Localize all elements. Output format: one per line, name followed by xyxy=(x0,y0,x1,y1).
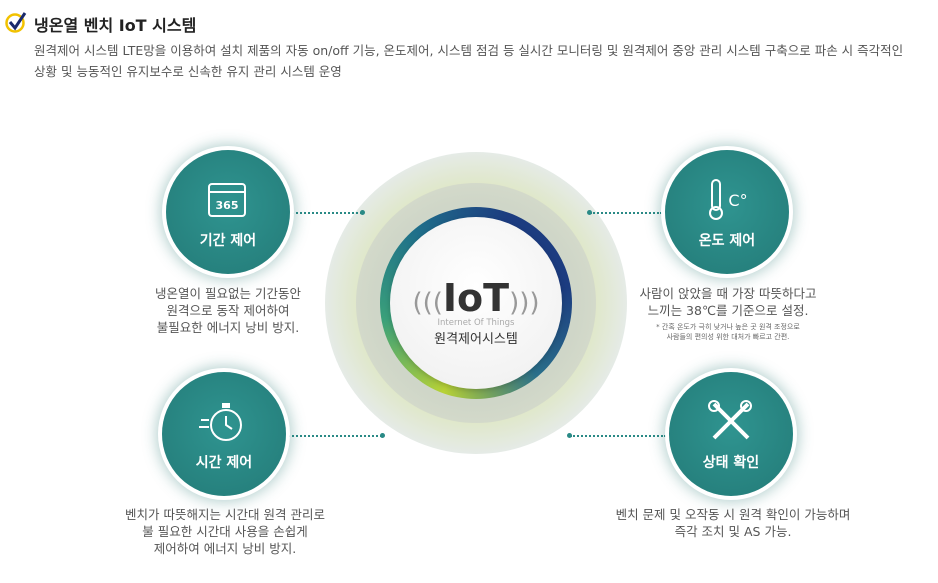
connector-dot xyxy=(567,433,572,438)
text-line: 사람이 앉았을 때 가장 따뜻하다고 xyxy=(639,286,817,301)
page-description: 원격제어 시스템 LTE망을 이용하여 설치 제품의 자동 on/off 기능,… xyxy=(34,43,904,79)
feature-status-check: 상태 확인 xyxy=(669,372,793,496)
svg-text:365: 365 xyxy=(216,199,239,212)
text-line: 불필요한 에너지 낭비 방지. xyxy=(156,320,300,335)
feature-label: 온도 제어 xyxy=(698,233,756,249)
thermometer-icon: C° xyxy=(709,179,748,220)
text-line: 사람들의 편의성 위한 대처가 빠르고 간편. xyxy=(666,333,790,341)
text-line: * 간혹 온도가 극히 낮거나 높은 곳 원격 조정으로 xyxy=(656,323,800,331)
feature-period-control: 365 기간 제어 xyxy=(166,150,290,274)
connector-line xyxy=(570,435,666,437)
text-line: 냉온열이 필요없는 기간동안 xyxy=(155,286,301,301)
connector-dot xyxy=(360,210,365,215)
center-label: 원격제어시스템 xyxy=(434,332,518,347)
stopwatch-icon xyxy=(199,403,242,441)
text-line: 벤치 문제 및 오작동 시 원격 확인이 가능하며 xyxy=(615,507,851,522)
calendar-365-icon: 365 xyxy=(208,183,246,217)
feature-time-control: 시간 제어 xyxy=(162,372,286,496)
text-line: 제어하여 에너지 낭비 방지. xyxy=(153,541,297,556)
connector-line xyxy=(292,212,362,214)
svg-text:C°: C° xyxy=(728,191,747,210)
connector-dot xyxy=(380,433,385,438)
tools-icon xyxy=(708,400,752,440)
center-subtitle: Internet Of Things xyxy=(437,318,515,328)
text-line: 즉각 조치 및 AS 가능. xyxy=(674,524,792,539)
feature-label: 상태 확인 xyxy=(702,455,760,471)
center-disc xyxy=(390,217,562,389)
text-line: 원격으로 동작 제어하여 xyxy=(166,303,290,318)
text-line: 불 필요한 시간대 사용을 손쉽게 xyxy=(142,524,308,539)
feature-label: 시간 제어 xyxy=(195,455,253,471)
text-line: 벤치가 따뜻해지는 시간대 원격 관리로 xyxy=(125,507,325,522)
checkmark-icon xyxy=(5,12,27,33)
page-title: 냉온열 벤치 IoT 시스템 xyxy=(34,16,197,35)
text-line: 느끼는 38℃를 기준으로 설정. xyxy=(647,303,809,318)
iot-logo-text: IoT xyxy=(442,276,510,320)
connector-line xyxy=(590,212,662,214)
iot-logo: (((IoT))) xyxy=(412,276,540,320)
feature-label: 기간 제어 xyxy=(199,233,257,249)
connector-dot xyxy=(587,210,592,215)
connector-line xyxy=(288,435,382,437)
feature-temperature-control: C° 온도 제어 xyxy=(665,150,789,274)
